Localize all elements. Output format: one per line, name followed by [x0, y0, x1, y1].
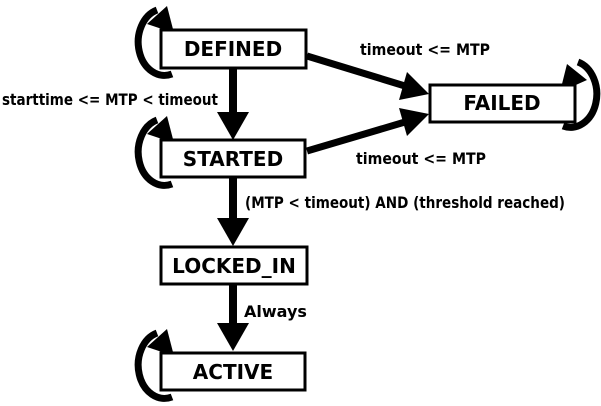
state-active-box: [159, 351, 307, 392]
state-active-label: ACTIVE: [193, 360, 273, 384]
self-loop-defined: [134, 6, 174, 79]
edge-started-to-failed-line: [306, 118, 406, 155]
state-locked-in-box: [159, 245, 309, 286]
edge-started-to-failed: [306, 108, 429, 155]
edge-defined-to-failed-arrowhead-icon: [399, 72, 429, 100]
state-defined-label: DEFINED: [184, 37, 282, 61]
state-defined-box: [159, 28, 308, 70]
self-loop-started-curve: [134, 116, 174, 189]
self-loop-active-curve: [134, 329, 174, 402]
state-started-label: STARTED: [183, 147, 283, 171]
self-loop-started-arrowhead-icon: [147, 116, 174, 143]
label-started-to-locked-in: (MTP < timeout) AND (threshold reached): [245, 193, 565, 212]
edge-locked-in-to-active: [217, 284, 249, 351]
label-locked-in-to-active: Always: [244, 302, 307, 321]
label-started-to-failed: timeout <= MTP: [356, 149, 486, 168]
label-defined-to-failed: timeout <= MTP: [360, 40, 490, 59]
label-defined-to-started: starttime <= MTP < timeout: [2, 90, 218, 109]
state-started: STARTED: [159, 138, 307, 179]
edge-locked-in-to-active-arrowhead-icon: [217, 323, 249, 351]
self-loop-defined-arrowhead-icon: [147, 6, 174, 33]
state-failed-box: [428, 83, 577, 124]
edge-defined-to-started: [217, 68, 249, 140]
self-loop-active: [134, 329, 174, 402]
self-loop-started: [134, 116, 174, 189]
edge-defined-to-started-arrowhead-icon: [217, 112, 249, 140]
state-locked-in-label: LOCKED_IN: [172, 254, 296, 278]
state-locked-in: LOCKED_IN: [159, 245, 309, 286]
self-loop-defined-curve: [134, 6, 174, 79]
state-defined: DEFINED: [159, 28, 308, 70]
self-loop-active-arrowhead-icon: [147, 329, 174, 356]
self-loop-failed-curve: [561, 58, 601, 131]
edge-defined-to-failed: [305, 52, 429, 100]
edge-started-to-failed-arrowhead-icon: [399, 108, 429, 136]
edge-defined-to-failed-line: [305, 52, 407, 90]
edge-started-to-locked-in-arrowhead-icon: [217, 218, 249, 246]
state-failed: FAILED: [428, 83, 577, 124]
state-started-box: [159, 138, 307, 179]
state-active: ACTIVE: [159, 351, 307, 392]
state-failed-label: FAILED: [463, 91, 540, 115]
edge-started-to-locked-in: [217, 177, 249, 246]
